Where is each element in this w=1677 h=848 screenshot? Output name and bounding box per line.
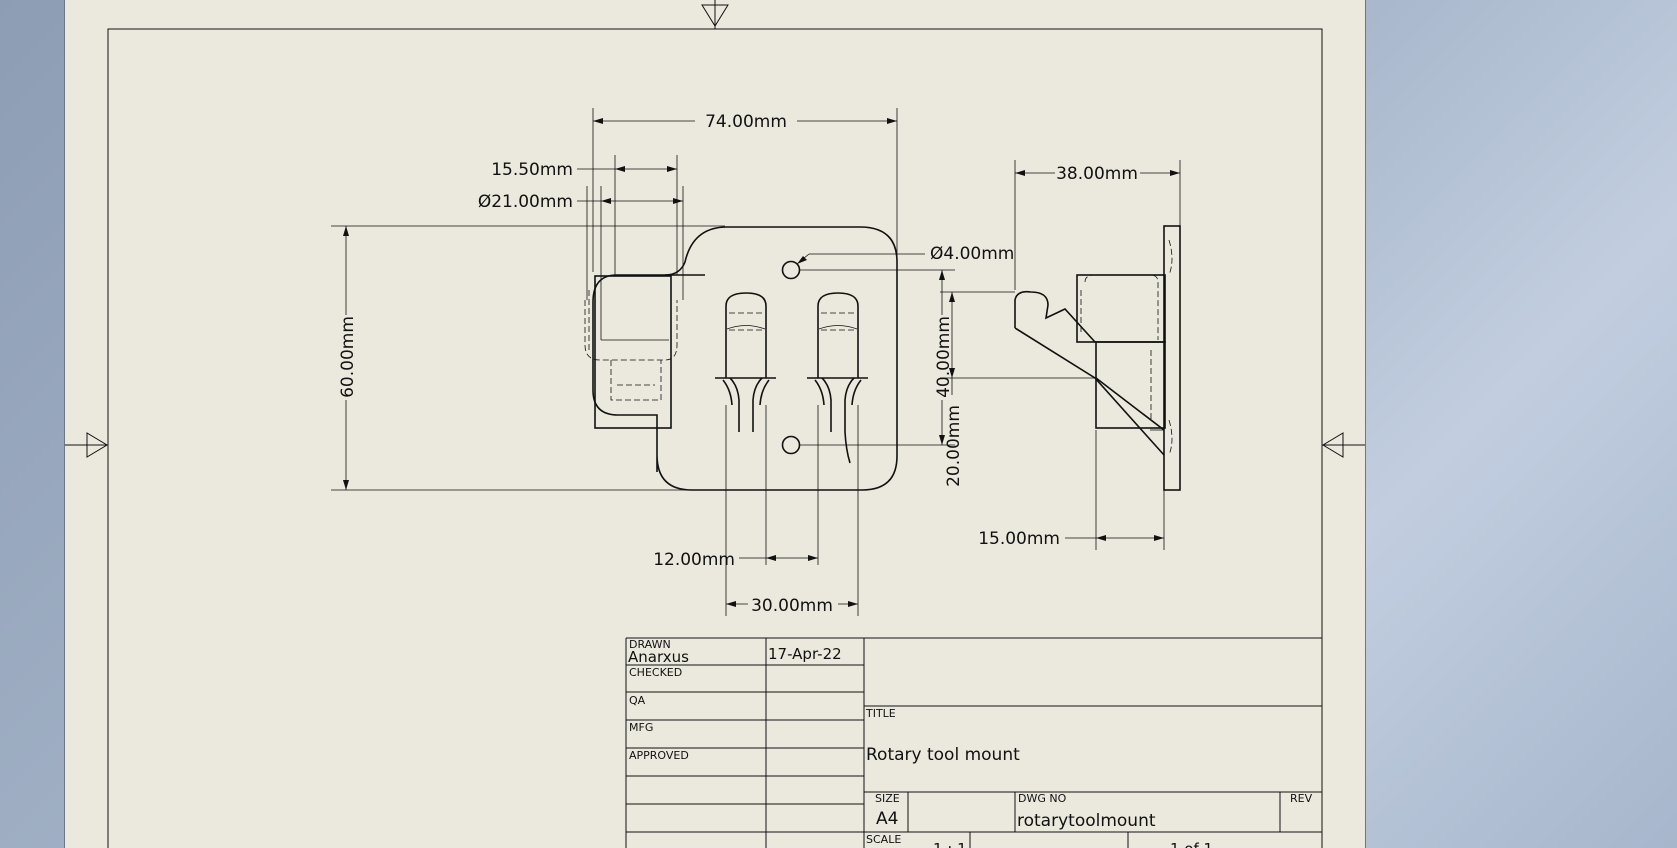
drawing-title: Rotary tool mount <box>866 745 1020 765</box>
dim-15-label: 15.00mm <box>978 529 1060 549</box>
center-mark-left <box>65 432 108 458</box>
drawing-sheet: 74.00mm 15.50mm Ø21.00mm 60.00mm Ø4.00mm <box>64 0 1366 848</box>
checked-label: CHECKED <box>629 666 682 679</box>
dimension-40: 40.00mm <box>799 269 955 446</box>
dim-12-label: 12.00mm <box>653 550 735 570</box>
sheet-value: 1 of 1 <box>1170 840 1213 848</box>
dim-dia-21-label: Ø21.00mm <box>478 192 573 212</box>
dimension-20: 20.00mm <box>940 291 1095 487</box>
title-block: DRAWN Anarxus 17-Apr-22 CHECKED QA MFG A… <box>625 637 1322 848</box>
rev-label: REV <box>1290 792 1313 805</box>
dim-30-label: 30.00mm <box>751 596 833 616</box>
mount-hole-top <box>781 260 801 280</box>
dim-dia-4-label: Ø4.00mm <box>930 244 1014 264</box>
dimension-30: 30.00mm <box>725 405 859 616</box>
center-mark-right <box>1322 432 1365 458</box>
sheet-border <box>107 28 1323 848</box>
mfg-label: MFG <box>629 721 653 734</box>
dimension-dia-21: Ø21.00mm <box>478 186 684 300</box>
front-view-outline <box>592 226 898 491</box>
scale-label: SCALE <box>866 833 901 846</box>
dwg-no-label: DWG NO <box>1018 792 1067 805</box>
title-label: TITLE <box>865 707 896 720</box>
size-label: SIZE <box>875 792 900 805</box>
drawn-label: DRAWN <box>629 638 671 651</box>
dimension-60: 60.00mm <box>331 225 725 491</box>
dimension-74: 74.00mm <box>592 108 898 272</box>
dim-15-5-label: 15.50mm <box>491 160 573 180</box>
front-view <box>584 226 898 491</box>
dim-40-label: 40.00mm <box>934 316 954 398</box>
scale-value: 1 : 1 <box>933 840 967 848</box>
dimension-12: 12.00mm <box>653 405 819 570</box>
dim-38-label: 38.00mm <box>1056 164 1138 184</box>
drawing-canvas: 74.00mm 15.50mm Ø21.00mm 60.00mm Ø4.00mm <box>65 0 1365 848</box>
drawn-date: 17-Apr-22 <box>768 645 842 663</box>
side-view <box>1014 225 1181 491</box>
approved-label: APPROVED <box>629 749 689 762</box>
dimension-15-5: 15.50mm <box>491 155 678 275</box>
slot-right <box>807 292 868 464</box>
dim-74-label: 74.00mm <box>705 112 787 132</box>
qa-label: QA <box>629 694 646 707</box>
center-mark-top <box>701 0 729 29</box>
mount-hole-bottom <box>781 435 801 455</box>
dimension-dia-4: Ø4.00mm <box>796 244 1014 265</box>
dwg-no-value: rotarytoolmount <box>1017 811 1156 831</box>
side-view-plate <box>1163 225 1181 491</box>
dim-20-label: 20.00mm <box>944 405 964 487</box>
dimension-15: 15.00mm <box>978 430 1165 550</box>
size-value: A4 <box>876 809 898 829</box>
drawn-by: Anarxus <box>628 648 689 666</box>
dimension-38: 38.00mm <box>1014 160 1181 290</box>
slot-left <box>715 292 776 432</box>
dim-60-label: 60.00mm <box>338 316 358 398</box>
